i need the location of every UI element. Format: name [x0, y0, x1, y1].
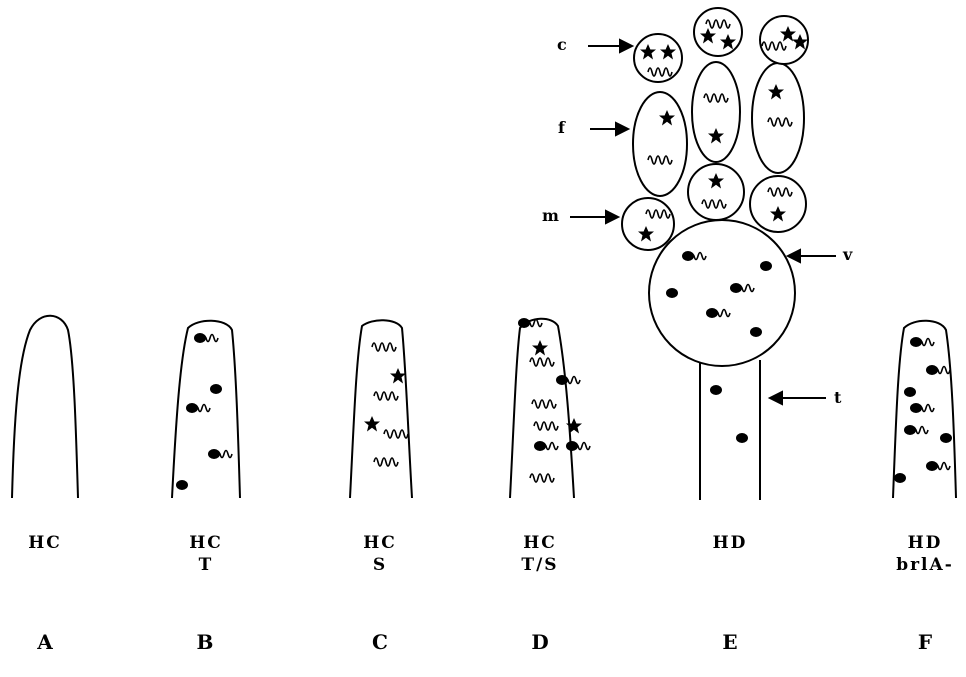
dot-icon	[750, 327, 762, 337]
conidiophore-e	[622, 8, 808, 500]
phialide	[692, 62, 740, 162]
hypha-a	[12, 316, 78, 498]
squiggle-icon	[374, 458, 398, 466]
arrow-left-icon	[770, 392, 782, 404]
hypha-b	[172, 321, 240, 498]
panel-letter-c: C	[350, 630, 410, 654]
conidium	[634, 34, 682, 82]
squiggle-icon	[530, 474, 554, 482]
dot-icon	[210, 384, 222, 394]
dot-squiggle-icon	[910, 337, 934, 347]
dot-squiggle-icon	[186, 403, 210, 413]
label-f: f	[558, 118, 565, 137]
arrow-right-icon	[606, 211, 618, 223]
label-m: m	[542, 206, 559, 225]
panel-letter-e: E	[700, 630, 760, 654]
panel-letter-d: D	[510, 630, 570, 654]
label-t: t	[834, 388, 841, 407]
dot-squiggle-icon	[556, 375, 580, 385]
panel-letter-a: A	[15, 630, 75, 654]
hypha-c	[350, 320, 412, 498]
condition-label-e: HD	[690, 532, 770, 554]
squiggle-icon	[372, 343, 396, 351]
hypha-d	[510, 318, 590, 498]
dot-icon	[894, 473, 906, 483]
dot-icon	[760, 261, 772, 271]
phialide	[633, 92, 687, 196]
dot-icon	[176, 480, 188, 490]
squiggle-icon	[530, 358, 554, 366]
arrow-right-icon	[620, 40, 632, 52]
panel-letter-b: B	[175, 630, 235, 654]
dot-squiggle-icon	[208, 449, 232, 459]
dot-squiggle-icon	[904, 425, 928, 435]
dot-squiggle-icon	[534, 441, 558, 451]
dot-squiggle-icon	[194, 333, 218, 343]
conidium	[694, 8, 742, 56]
dot-icon	[710, 385, 722, 395]
star-icon	[364, 416, 380, 432]
metula	[688, 164, 744, 220]
dot-icon	[940, 433, 952, 443]
metula	[750, 176, 806, 232]
dot-squiggle-icon	[566, 441, 590, 451]
label-c: c	[557, 35, 567, 54]
dot-icon	[904, 387, 916, 397]
dot-squiggle-icon	[926, 461, 950, 471]
dot-icon	[736, 433, 748, 443]
condition-label-a: HC	[5, 532, 85, 554]
metula	[622, 198, 674, 250]
squiggle-icon	[532, 400, 556, 408]
panel-letter-f: F	[895, 630, 955, 654]
dot-squiggle-icon	[910, 403, 934, 413]
dot-icon	[666, 288, 678, 298]
label-v: v	[843, 245, 852, 264]
squiggle-icon	[374, 392, 398, 400]
star-icon	[532, 340, 548, 356]
arrow-left-icon	[788, 250, 800, 262]
hypha-f	[893, 321, 956, 498]
arrow-right-icon	[616, 123, 628, 135]
star-icon	[390, 368, 406, 384]
squiggle-icon	[534, 422, 558, 430]
dot-squiggle-icon	[926, 365, 950, 375]
squiggle-icon	[384, 430, 408, 438]
